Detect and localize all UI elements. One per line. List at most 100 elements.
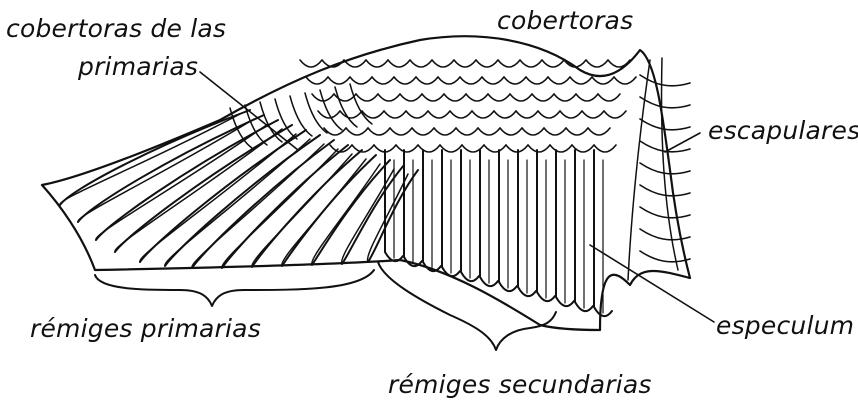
covert-feather [428, 111, 450, 118]
label-speculum: especulum [716, 313, 854, 338]
covert-feather [416, 77, 438, 84]
scapular-feather [640, 163, 690, 174]
covert-feather [500, 128, 522, 135]
covert-feather [406, 111, 428, 118]
scapular-feather [640, 97, 690, 108]
covert-feather [472, 111, 494, 118]
covert-feather [550, 145, 572, 152]
covert-feather [484, 145, 506, 152]
covert-feather [482, 77, 504, 84]
covert-feather [544, 128, 566, 135]
covert-feather [494, 111, 516, 118]
scapular-shaft [628, 60, 650, 280]
label-coverts-primary-line2: primarias [78, 54, 198, 79]
brace-primaries [95, 270, 374, 306]
label-primaries: rémiges primarias [30, 316, 261, 341]
covert-feather [328, 77, 350, 84]
covert-feather [340, 111, 362, 118]
label-coverts: cobertoras [497, 8, 633, 33]
leader-speculum [590, 245, 714, 322]
label-coverts-primary-line1: cobertoras de las [6, 16, 226, 41]
covert-feather [350, 77, 372, 84]
covert-feather [588, 128, 610, 135]
covert-feather [300, 60, 322, 67]
primary-covert-feather [320, 90, 342, 130]
covert-feather [306, 77, 328, 84]
label-scapulars: escapulares [708, 118, 858, 143]
covert-feather [390, 128, 412, 135]
covert-feather [410, 60, 432, 67]
covert-feather [434, 128, 456, 135]
scapular-feather [640, 229, 690, 240]
covert-feather [538, 111, 560, 118]
covert-feather [456, 128, 478, 135]
label-secondaries: rémiges secundarias [388, 372, 652, 397]
covert-feather [394, 77, 416, 84]
covert-feather [548, 77, 570, 84]
covert-feather [412, 128, 434, 135]
covert-feather [566, 128, 588, 135]
covert-feather [554, 94, 576, 101]
covert-feather [526, 77, 548, 84]
primary-covert-feather [290, 96, 312, 136]
covert-feather [510, 94, 532, 101]
primary-covert-feather [335, 87, 357, 127]
primary-feather-shaft [60, 114, 240, 205]
covert-feather [520, 60, 542, 67]
scapular-feather [640, 207, 690, 218]
covert-feather [352, 145, 374, 152]
covert-feather [582, 111, 604, 118]
covert-feather [560, 111, 582, 118]
primary-feather [78, 115, 264, 222]
covert-feather [532, 94, 554, 101]
primary-feather [252, 150, 362, 267]
covert-feather [460, 77, 482, 84]
covert-feather [450, 111, 472, 118]
covert-feather [422, 94, 444, 101]
covert-feather [432, 60, 454, 67]
leader-scapulars [665, 133, 700, 152]
covert-feather [438, 77, 460, 84]
covert-feather [586, 60, 608, 67]
covert-feather [516, 111, 538, 118]
covert-feather [356, 94, 378, 101]
primary-feather [282, 155, 376, 266]
covert-feather [400, 94, 422, 101]
covert-feather [522, 128, 544, 135]
covert-feather [594, 145, 616, 152]
scapular-feather [640, 251, 690, 262]
covert-feather [346, 128, 368, 135]
covert-feather [498, 60, 520, 67]
covert-feather [368, 128, 390, 135]
covert-feather [576, 94, 598, 101]
covert-feather [378, 94, 400, 101]
covert-feather [372, 77, 394, 84]
covert-feather [528, 145, 550, 152]
primary-feather [222, 145, 348, 268]
covert-feather [570, 77, 592, 84]
covert-feather [324, 128, 346, 135]
covert-feather [454, 60, 476, 67]
primary-feather [96, 120, 278, 240]
covert-feather [476, 60, 498, 67]
covert-feather [396, 145, 418, 152]
covert-feather [542, 60, 564, 67]
covert-feather [466, 94, 488, 101]
covert-feather [440, 145, 462, 152]
covert-feather [504, 77, 526, 84]
covert-feather [488, 94, 510, 101]
covert-feather [592, 77, 614, 84]
brace-secondaries [378, 262, 556, 350]
covert-feather [598, 94, 620, 101]
primary-feather [368, 170, 418, 262]
covert-feather [478, 128, 500, 135]
covert-feather [444, 94, 466, 101]
primary-feather-shaft [252, 154, 352, 267]
covert-feather [614, 77, 636, 84]
covert-feather [604, 111, 626, 118]
covert-feather [388, 60, 410, 67]
covert-feather [418, 145, 440, 152]
covert-feather [384, 111, 406, 118]
callout-lines [200, 72, 714, 322]
